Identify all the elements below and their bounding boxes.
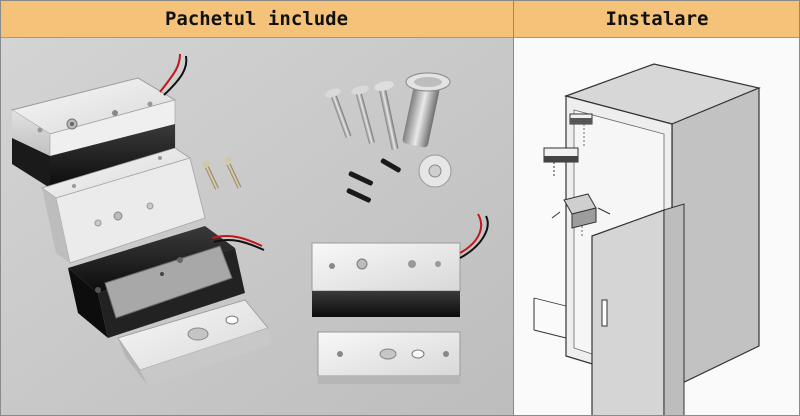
magnetic-lock-large [10, 53, 188, 189]
small-screws [202, 157, 242, 190]
install-header: Instalare [514, 0, 800, 38]
armature-plate-left [117, 299, 272, 386]
contents-header: Pachetul include [0, 0, 514, 38]
screws-set [325, 72, 452, 203]
magnetic-lock-body [68, 226, 265, 338]
contents-photo [0, 38, 514, 416]
armature-plate-right [317, 331, 461, 384]
install-diagram [514, 38, 800, 416]
cabinet-installation-diagram [514, 38, 800, 416]
install-title: Instalare [605, 7, 709, 30]
magnetic-lock-small [311, 213, 489, 317]
contents-illustration [0, 38, 513, 416]
l-bracket [41, 147, 206, 264]
contents-title: Pachetul include [164, 7, 349, 30]
